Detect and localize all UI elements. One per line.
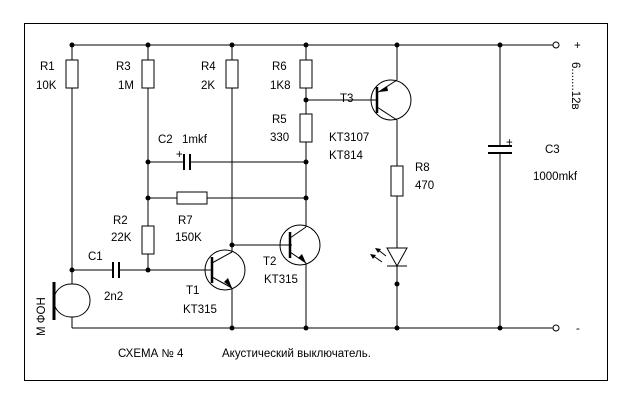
label-c1-value: 2n2	[104, 291, 123, 303]
label-t1-value: KT315	[183, 304, 217, 316]
label-supply-plus: +	[574, 40, 581, 52]
label-c2-name: C2	[158, 134, 173, 146]
resistor-r8	[390, 165, 404, 197]
label-c3-name: C3	[545, 144, 560, 156]
label-r2-value: 22K	[111, 232, 132, 244]
label-c3-polarity: +	[506, 137, 513, 149]
label-r2-name: R2	[113, 215, 128, 227]
transistor-t1	[204, 249, 246, 291]
label-r4-value: 2K	[201, 80, 215, 92]
terminal-minus	[552, 324, 560, 332]
terminal-plus	[552, 41, 560, 49]
label-t3-name: T3	[340, 93, 353, 105]
label-r7-name: R7	[178, 215, 193, 227]
label-r5-value: 330	[270, 132, 289, 144]
resistor-r7	[176, 191, 208, 205]
label-r3-name: R3	[116, 61, 131, 73]
label-r4-name: R4	[201, 61, 216, 73]
label-r8-name: R8	[415, 162, 430, 174]
resistor-r1	[65, 59, 79, 89]
resistor-r4	[225, 59, 239, 89]
label-r6-value: 1K8	[270, 80, 290, 92]
diagram-frame	[24, 23, 608, 381]
transistor-t2	[279, 224, 321, 266]
label-t2-name: T2	[263, 256, 276, 268]
label-r3-value: 1M	[118, 80, 134, 92]
transistor-t3	[370, 79, 412, 121]
label-c2-polarity: +	[176, 149, 183, 161]
caption-scheme: СХЕМА № 4	[118, 348, 184, 360]
label-t1-name: T1	[186, 285, 199, 297]
label-supply-minus: -	[576, 323, 580, 335]
label-r8-value: 470	[415, 180, 434, 192]
label-c3-value: 1000mkf	[533, 171, 578, 183]
resistor-r3	[141, 59, 155, 89]
label-r1-name: R1	[40, 61, 55, 73]
label-t3-value1: KT3107	[329, 132, 369, 144]
label-c2-value: 1mkf	[182, 134, 208, 146]
resistor-r5	[299, 113, 313, 143]
label-supply-voltage: 6.......12в	[569, 62, 581, 110]
resistor-r2	[141, 225, 155, 255]
label-r5-name: R5	[272, 114, 287, 126]
label-microphone: М ФОН	[36, 297, 48, 336]
label-c1-name: C1	[88, 251, 103, 263]
label-r7-value: 150K	[175, 232, 202, 244]
label-t3-value2: KT814	[329, 150, 363, 162]
label-r1-value: 10K	[36, 80, 57, 92]
caption-title: Акустический выключатель.	[222, 348, 371, 360]
microphone-symbol	[53, 283, 91, 318]
led-diode	[370, 247, 408, 268]
resistor-r6	[299, 59, 313, 89]
label-r6-name: R6	[272, 61, 287, 73]
junction-dots	[69, 42, 503, 331]
label-t2-value: KT315	[264, 274, 298, 286]
